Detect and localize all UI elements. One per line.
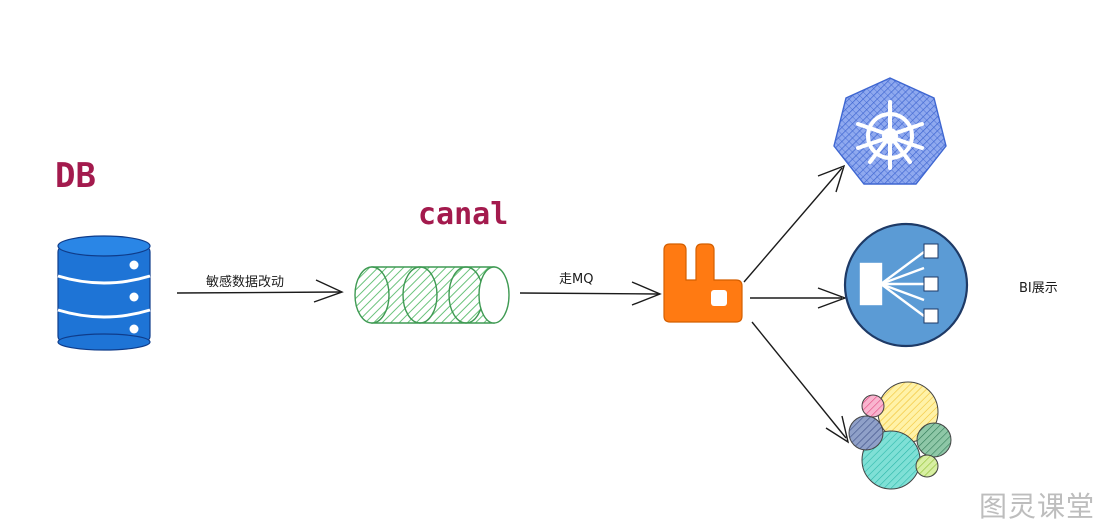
kubernetes-icon bbox=[833, 77, 947, 185]
flow-diagram-icon bbox=[843, 222, 969, 348]
edge-mq-k8s bbox=[743, 164, 846, 283]
edge-mq-flow bbox=[750, 287, 848, 309]
edge-canal-mq bbox=[519, 281, 662, 306]
edge-db-canal bbox=[176, 279, 344, 303]
db-title: DB bbox=[55, 156, 96, 196]
watermark: 图灵课堂 bbox=[978, 490, 1095, 523]
edge-canal-mq-label: 走MQ bbox=[559, 272, 593, 287]
bi-label: BI展示 bbox=[1019, 281, 1058, 296]
rabbitmq-icon bbox=[663, 243, 743, 323]
edge-db-canal-label: 敏感数据改动 bbox=[206, 274, 284, 290]
canal-pipe-icon bbox=[354, 266, 510, 324]
canal-title: canal bbox=[418, 197, 508, 232]
database-icon bbox=[57, 235, 151, 351]
edge-mq-elastic bbox=[751, 321, 850, 444]
elastic-icon bbox=[848, 381, 952, 490]
